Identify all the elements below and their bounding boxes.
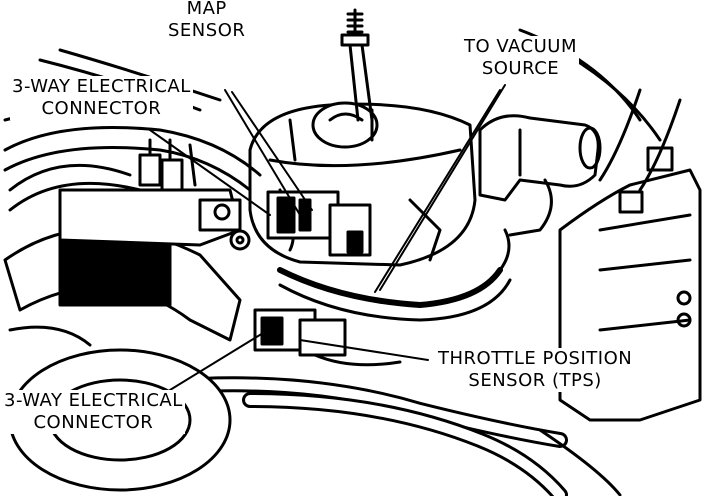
tps-label: THROTTLE POSITION SENSOR (TPS) [436,348,635,392]
vacuum-source-label-line1: TO VACUUM [464,36,577,57]
lower-connector-label: 3-WAY ELECTRICAL CONNECTOR [2,390,185,434]
map-sensor-label-line1: MAP [186,0,227,19]
corrugated-hose [192,376,622,496]
upper-connector-label: 3-WAY ELECTRICAL CONNECTOR [10,76,193,120]
map-sensor-part [266,190,372,257]
wiring-harness [3,48,262,192]
left-engine-parts [58,188,251,251]
leader-lines [149,84,506,391]
tps-label-line2: SENSOR (TPS) [468,370,602,391]
vacuum-hose [277,228,512,322]
map-sensor-label: MAP SENSOR [166,0,248,42]
upper-connector-label-line2: CONNECTOR [41,98,162,119]
map-sensor-label-line2: SENSOR [168,20,246,41]
lower-connector-label-line2: CONNECTOR [33,412,154,433]
vacuum-source-label: TO VACUUM SOURCE [462,36,579,80]
vacuum-source-label-line2: SOURCE [481,58,560,79]
tps-part [253,308,402,367]
tps-label-line1: THROTTLE POSITION [438,348,633,369]
stud-bolt [340,8,374,122]
upper-connector-label-line1: 3-WAY ELECTRICAL [12,76,191,97]
lower-connector-label-line1: 3-WAY ELECTRICAL [4,390,183,411]
intake-elbow [478,114,602,237]
fan-shroud [3,163,242,342]
